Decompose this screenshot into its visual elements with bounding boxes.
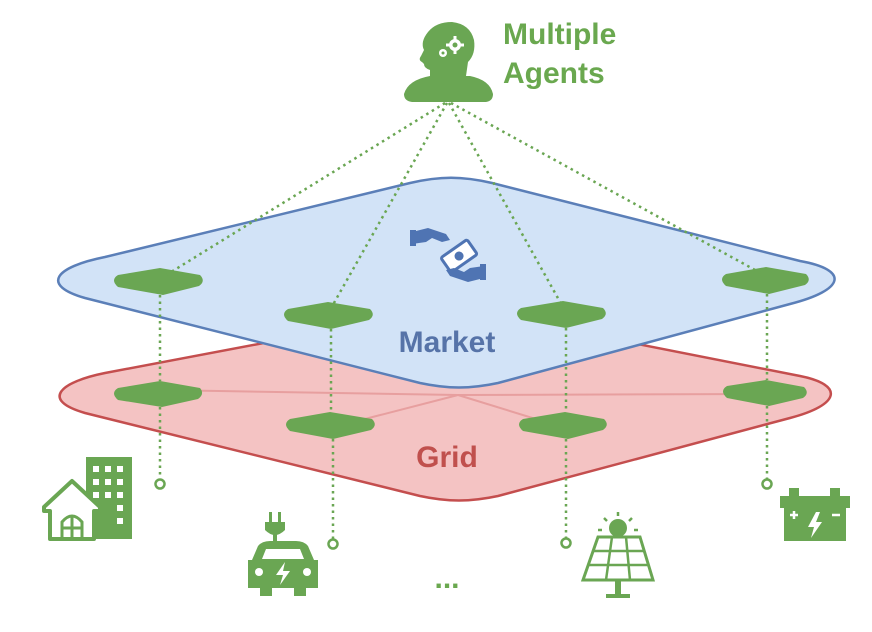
agent-links [162, 101, 767, 311]
ev-charging-car-icon [248, 512, 318, 596]
grid-node [723, 380, 807, 406]
layer-connectors [158, 294, 769, 539]
house-and-building-icon [42, 457, 132, 541]
agent-head-with-gears-icon [404, 22, 493, 102]
agents-title-line2: Agents [503, 57, 605, 90]
market-label: Market [399, 326, 496, 359]
solar-panel-sun-icon [580, 512, 656, 598]
battery-icon [780, 488, 850, 541]
grid-node [286, 412, 375, 439]
grid-node [114, 381, 203, 407]
market-layer: Market [56, 176, 836, 389]
grid-nodes [114, 380, 807, 439]
more-devices-ellipsis: ... [434, 562, 459, 595]
market-plane [56, 176, 836, 389]
money-exchange-hands-icon [410, 228, 486, 282]
grid-node [519, 412, 607, 439]
connector-endpoints [154, 478, 773, 550]
market-nodes [114, 267, 809, 329]
market-node [722, 267, 809, 294]
market-node [114, 268, 203, 295]
market-node [284, 302, 373, 329]
market-node [517, 301, 606, 328]
agents-title-line1: Multiple [503, 18, 616, 51]
grid-label: Grid [416, 441, 478, 474]
